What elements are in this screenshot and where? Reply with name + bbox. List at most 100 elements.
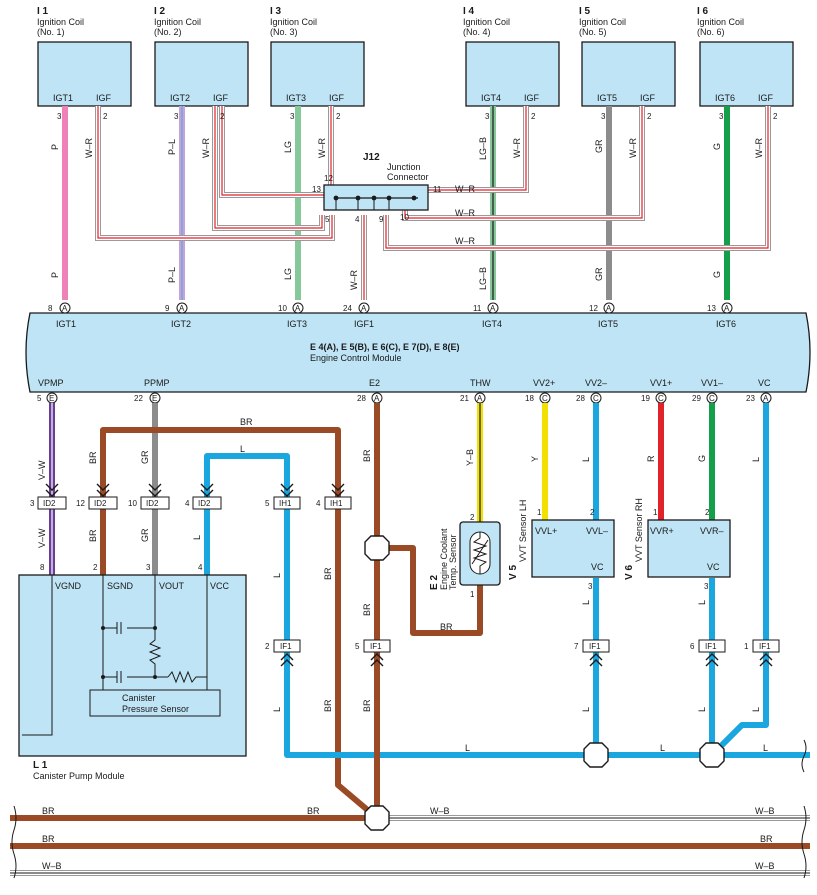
label-wire-igt3-top: LG <box>283 141 293 153</box>
ecm-igt3-label: IGT3 <box>287 319 307 329</box>
ecm-igt2-pin: 9 <box>165 304 170 313</box>
inline-connectors-lower: IF1 2 IF1 5 IF1 7 IF1 6 IF1 1 <box>265 639 780 667</box>
coil-6-sub: (No. 6) <box>697 27 725 37</box>
junction-pin-12: 12 <box>324 174 333 183</box>
coolant-pin-1: 1 <box>470 590 475 599</box>
label-vv2m: L <box>581 457 591 462</box>
coil-5-pin-a: 3 <box>601 112 606 121</box>
coil-6-body <box>699 41 794 107</box>
junction-wire-label-3: W–R <box>455 236 476 246</box>
svg-text:10: 10 <box>128 499 137 508</box>
svg-text:5: 5 <box>265 499 270 508</box>
canister-label-vout: VOUT <box>159 581 185 591</box>
ecm-igt2-label: IGT2 <box>171 319 191 329</box>
coil-2-title: Ignition Coil <box>154 17 201 27</box>
coolant-temp-sensor: 2 1 E 2 Engine Coolant Temp. Sensor <box>429 513 501 599</box>
coil-4-title: Ignition Coil <box>463 17 510 27</box>
coil-5-id: I 5 <box>579 6 591 17</box>
label-vc-top: L <box>751 457 761 462</box>
canister-body <box>18 574 247 757</box>
vvt-rh-pin3: 3 <box>704 582 709 591</box>
canister-id: L 1 <box>33 760 48 771</box>
label-wire-igt2-top: P–L <box>167 139 177 155</box>
label-wire-igt1-top: P <box>50 144 60 150</box>
inline-connector-id2-12: ID2 12 <box>76 483 118 510</box>
coil-1: I 1 Ignition Coil (No. 1) IGT1 IGF <box>37 6 132 107</box>
junction-connector-j12: J12 Junction Connector 12 13 11 5 4 9 10… <box>312 152 476 246</box>
vvt-lh-pin2: 2 <box>590 508 595 517</box>
label-bus-br-2-left: BR <box>42 834 55 844</box>
coil-2-id: I 2 <box>154 6 166 17</box>
ecm-igt4-label: IGT4 <box>482 319 502 329</box>
ecm-body <box>25 312 811 393</box>
igf-wires <box>95 106 771 300</box>
svg-text:2: 2 <box>265 642 270 651</box>
coil-5: I 5 Ignition Coil (No. 5) IGT5 IGF <box>579 6 676 107</box>
inline-connector-id2-10: ID2 10 <box>128 483 170 510</box>
ecm-terminal-igt6: A 13 IGT6 <box>707 302 736 329</box>
inline-connectors-top: ID2 3 ID2 12 ID2 10 ID2 4 IH1 5 <box>30 483 352 510</box>
label-bus-br-2-right: BR <box>760 834 773 844</box>
ecm-vv2p-conn: C <box>542 394 548 403</box>
label-bus-br-1-right: BR <box>307 806 320 816</box>
canister-title: Canister Pump Module <box>33 771 125 781</box>
wire-igf-coil4-stripe <box>428 106 527 191</box>
ecm-vv2m-label: VV2– <box>585 378 607 388</box>
svg-text:ID2: ID2 <box>94 499 107 508</box>
label-wire-igf1-ecm: W–R <box>349 270 359 291</box>
ecm-vv1m-pin: 29 <box>692 394 701 403</box>
coil-3: I 3 Ignition Coil (No. 3) IGT3 IGF <box>270 6 365 107</box>
inline-connector-if1-6: IF1 6 <box>690 639 726 667</box>
coil-2-pin-b-label: IGF <box>213 93 229 103</box>
coil-4-body <box>465 41 560 107</box>
label-e2-top: BR <box>362 449 372 462</box>
ecm-vpmp-label: VPMP <box>38 378 64 388</box>
label-bus-wb-2-right: W–B <box>755 861 775 871</box>
svg-text:5: 5 <box>355 642 360 651</box>
label-thw: Y–B <box>465 449 475 466</box>
label-wire-igt5-top: GR <box>594 139 604 153</box>
label-wire-igt6-top: G <box>712 143 722 150</box>
vvt-sensor-rh: 1 2 3 VVR+ VVR– VC V 6 VVT Sensor RH <box>624 498 731 591</box>
label-bus-br-1-left: BR <box>42 806 55 816</box>
ecm-e2-conn: A <box>374 394 380 403</box>
coil-pin-numbers: 3 2 3 2 3 2 3 2 3 2 3 2 <box>57 112 778 121</box>
canister-pressure-sensor-box <box>89 689 221 717</box>
inline-connector-id2-3: ID2 3 <box>30 483 67 510</box>
ecm-terminal-igt5: A 12 IGT5 <box>589 302 618 329</box>
label-ppmp-top: GR <box>140 450 150 464</box>
ecm-igt6-pin: 13 <box>707 304 716 313</box>
ecm-vv2m-conn: C <box>593 394 599 403</box>
coil-3-title: Ignition Coil <box>270 17 317 27</box>
wire-vc <box>709 403 769 758</box>
label-wire-igf2: W–R <box>201 138 211 159</box>
coil-3-pin-b-label: IGF <box>329 93 345 103</box>
label-wire-igt4-top: LG–B <box>478 137 488 160</box>
label-vv1p: R <box>646 455 656 462</box>
label-wire-igf4: W–R <box>512 138 522 159</box>
vvt-lh-id: V 5 <box>508 565 519 580</box>
vvt-sensor-lh: 1 2 3 VVL+ VVL– VC V 5 VVT Sensor LH <box>508 500 615 591</box>
ecm-igt5-conn: A <box>606 304 612 313</box>
svg-text:ID2: ID2 <box>43 499 56 508</box>
svg-text:4: 4 <box>185 499 190 508</box>
ecm-e2-label: E2 <box>369 378 380 388</box>
coil-6-pin-a: 3 <box>719 112 724 121</box>
label-vvt-lh-vc-top: L <box>581 600 591 605</box>
coil-1-sub: (No. 1) <box>37 27 65 37</box>
ecm-igt1-conn: A <box>62 304 68 313</box>
splice-vvt-lh <box>583 742 609 768</box>
wire-igf-coil5-stripe <box>404 106 643 219</box>
coil-2-pin-b: 2 <box>220 112 225 121</box>
ecm-vc-label: VC <box>758 378 771 388</box>
igt-wires <box>62 106 730 300</box>
ecm-subtitle: Engine Control Module <box>310 353 402 363</box>
canister-sensor-line2: Pressure Sensor <box>122 704 189 714</box>
ecm-vv2p-pin: 18 <box>525 394 534 403</box>
ecm-thw-pin: 21 <box>460 394 469 403</box>
label-vv2p: Y <box>530 456 540 462</box>
splice-points <box>364 535 725 831</box>
label-l-bus-2: L <box>660 743 665 753</box>
ecm-igt4-conn: A <box>490 304 496 313</box>
